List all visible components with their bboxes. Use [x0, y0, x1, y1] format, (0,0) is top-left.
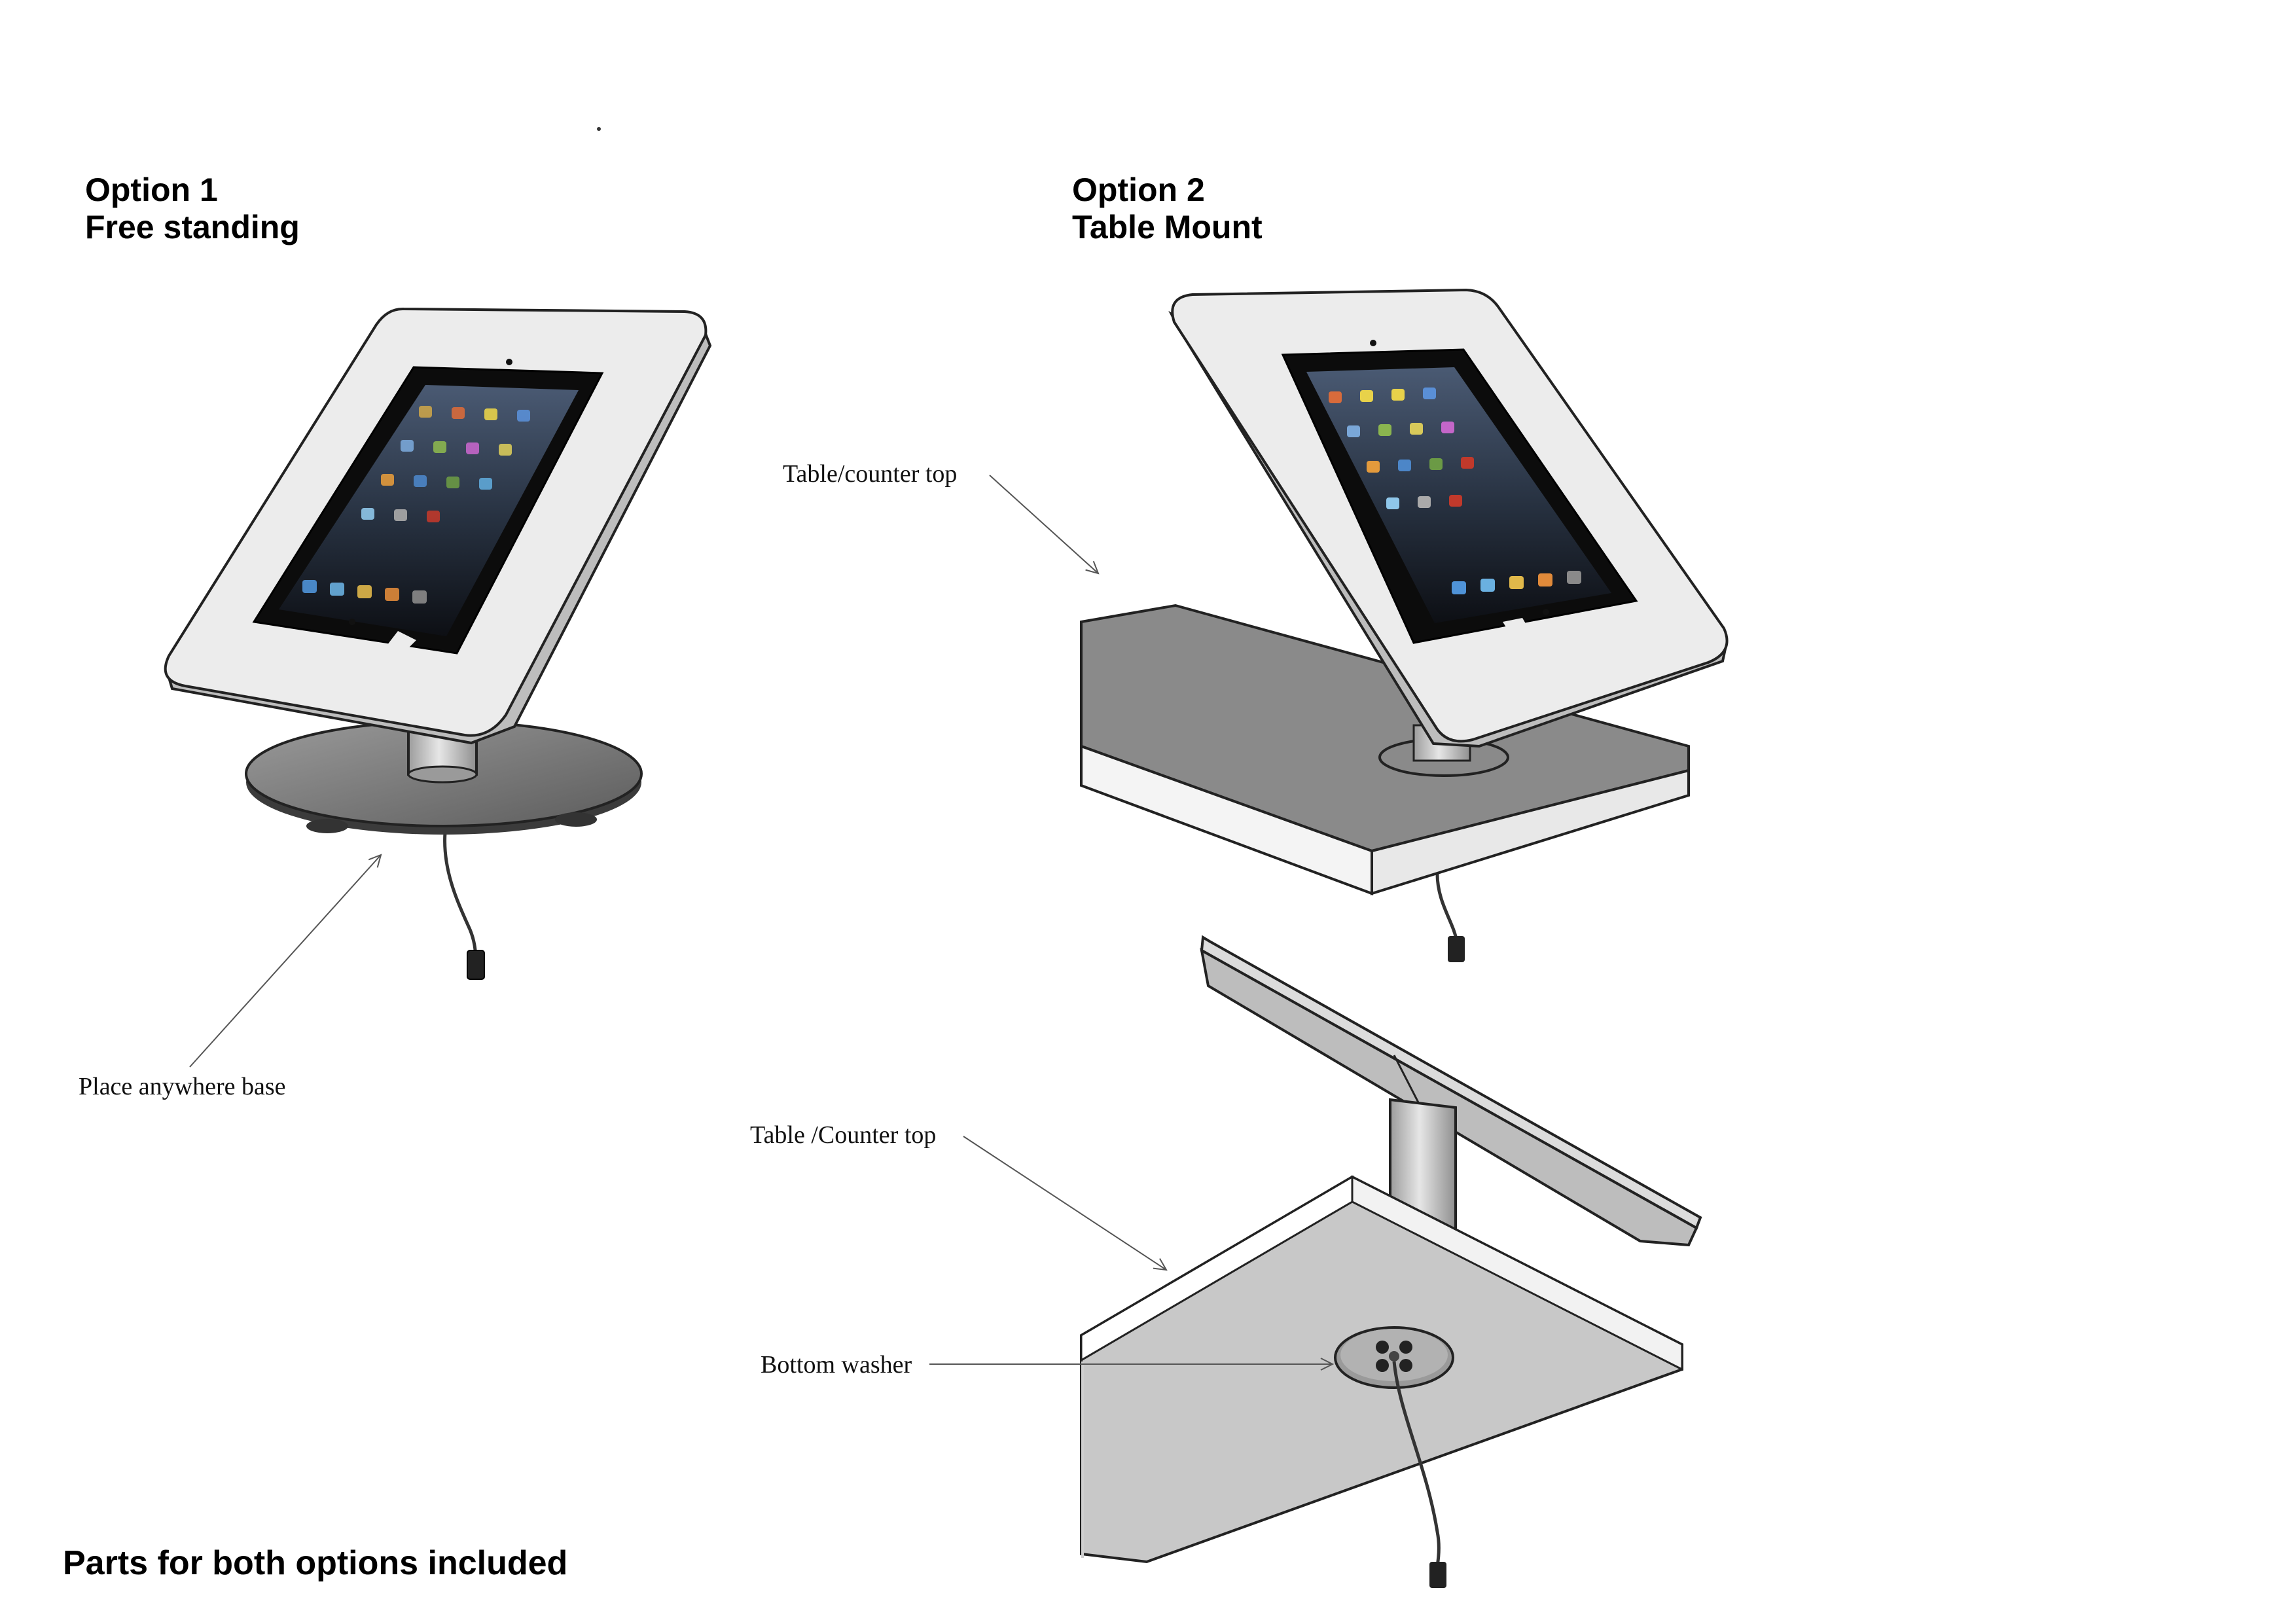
option1-title: Option 1	[85, 171, 218, 208]
option2-lower-tabletop-crop-edge	[1081, 1362, 1084, 1558]
option1-usb-plug	[467, 950, 485, 980]
option2-upper-assembly	[1080, 288, 1729, 962]
option2-upper-tabletop-side-edge	[1371, 768, 1690, 895]
option1-heading: Option 1 Free standing	[85, 171, 300, 246]
leader-table-counter-top-lower	[963, 1136, 1166, 1270]
option2-subtitle: Table Mount	[1072, 209, 1263, 245]
option2-upper-button-hole	[1543, 609, 1549, 615]
option2-heading: Option 2 Table Mount	[1072, 171, 1263, 246]
stray-dot	[597, 127, 601, 131]
callout-table-counter-top-lower: Table /Counter top	[750, 1121, 937, 1149]
option2-lower-tabletop-front-edge	[1080, 1175, 1354, 1362]
option2-upper-home-notch	[1503, 618, 1532, 639]
option1-home-notch	[385, 631, 416, 656]
option2-lower-enclosure-lip	[1200, 935, 1702, 1230]
footer-note: Parts for both options included	[63, 1544, 568, 1582]
option2-upper-usb-plug	[1448, 936, 1465, 962]
option2-upper-camera-hole	[1370, 340, 1376, 346]
option2-lower-usb-plug	[1429, 1562, 1446, 1588]
option2-lower-enclosure-seam	[1393, 1055, 1422, 1107]
option1-foot-right	[555, 812, 597, 827]
option1-pole-foot	[407, 765, 478, 784]
leader-table-counter-top-upper	[989, 475, 1098, 573]
callout-place-anywhere-base: Place anywhere base	[79, 1073, 286, 1100]
option1-cable	[443, 832, 478, 963]
option1-subtitle: Free standing	[85, 209, 300, 245]
option1-button-hole	[349, 619, 355, 625]
option2-upper-app-icons	[1329, 388, 1581, 594]
callout-table-counter-top-upper: Table/counter top	[783, 460, 958, 488]
option1-camera-hole	[506, 359, 512, 365]
option1-app-icons	[302, 406, 530, 604]
callout-bottom-washer: Bottom washer	[761, 1351, 912, 1379]
option1-foot-left	[306, 819, 348, 833]
option2-lower-enclosure-body	[1200, 948, 1698, 1247]
option2-lower-assembly	[1080, 935, 1702, 1588]
option2-lower-washer-nuts	[1376, 1341, 1412, 1372]
option2-lower-cable	[1392, 1361, 1441, 1566]
option2-upper-cable	[1435, 873, 1459, 943]
option1-kiosk	[164, 307, 712, 980]
option2-title: Option 2	[1072, 171, 1205, 208]
leader-place-anywhere-base	[189, 855, 381, 1068]
